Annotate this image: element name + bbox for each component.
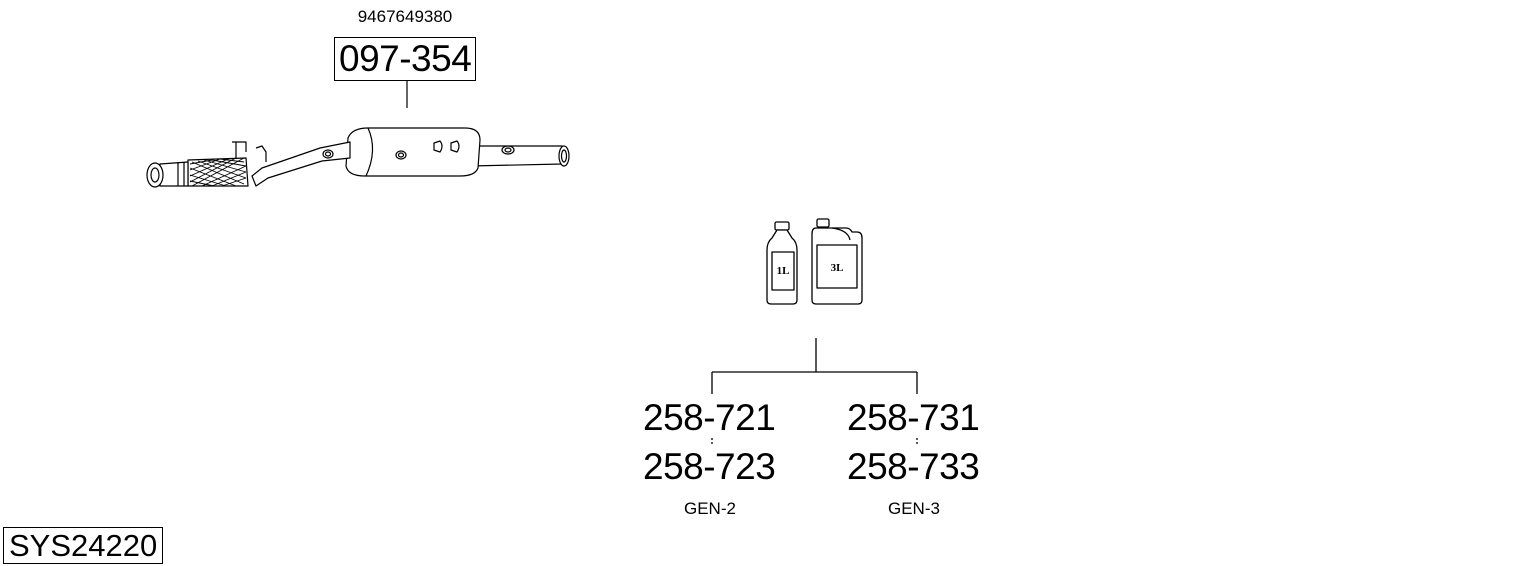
bottle-1l-label: 1L [777,265,790,277]
canister-3l-icon: 3L [811,218,863,305]
system-number-box: SYS24220 [3,527,164,564]
fluid-code-gen3-top[interactable]: 258-731 [847,397,980,438]
canister-3l-label: 3L [831,262,844,274]
generation-label-gen3: GEN-3 [888,499,940,518]
fluid-code-gen3-bottom[interactable]: 258-733 [847,446,980,487]
fluid-code-gen2-top[interactable]: 258-721 [643,397,776,438]
part-number-box[interactable]: 097-354 [334,37,477,81]
oem-number: 9467649380 [357,7,453,26]
generation-label-gen2: GEN-2 [684,499,736,518]
exhaust-pipe-drawing [146,127,570,188]
fluid-code-gen2-bottom[interactable]: 258-723 [643,446,776,487]
bottle-1l-icon: 1L [766,221,798,305]
fluid-branch-lines [711,338,918,446]
